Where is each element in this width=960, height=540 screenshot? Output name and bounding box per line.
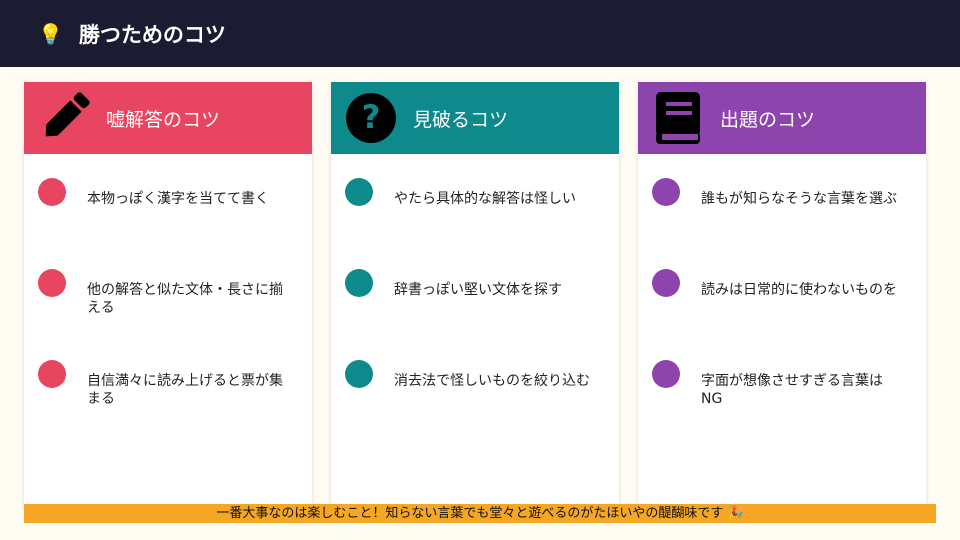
tip-card: 嘘解答のコツ 本物っぽく漢字を当てて書く 他の解答と似た文体・長さに揃える 自信… [24, 82, 312, 507]
book-icon [650, 90, 706, 146]
tip-text: 他の解答と似た文体・長さに揃える [87, 282, 283, 316]
bullet-icon [38, 269, 66, 297]
bullet-icon [652, 269, 680, 297]
lightbulb-icon: 💡 [38, 21, 63, 46]
bullet-icon [345, 360, 373, 388]
card-title: 嘘解答のコツ [106, 108, 221, 131]
bullet-icon [38, 178, 66, 206]
header-bar: 💡 勝つためのコツ [0, 0, 960, 67]
bullet-icon [652, 360, 680, 388]
tip-text: 辞書っぽい堅い文体を探す [394, 282, 562, 298]
svg-text:?: ? [362, 98, 381, 136]
pencil-icon [36, 90, 92, 146]
bullet-icon [652, 178, 680, 206]
tip-text: やたら具体的な解答は怪しい [394, 191, 576, 207]
tip-text: 字面が想像させすぎる言葉はNG [701, 373, 883, 407]
tip-text: 誰もが知らなそうな言葉を選ぶ [701, 191, 897, 207]
card-title: 出題のコツ [720, 108, 816, 131]
page-title: 勝つためのコツ [78, 22, 226, 47]
footer-banner: 一番大事なのは楽しむこと！知らない言葉でも堂々と遊べるのがたほいやの醍醐味です … [24, 504, 936, 523]
card-header: ? 見破るコツ [331, 82, 619, 154]
bullet-icon [38, 360, 66, 388]
tip-card: ? 見破るコツ やたら具体的な解答は怪しい 辞書っぽい堅い文体を探す 消去法で怪… [331, 82, 619, 507]
card-title: 見破るコツ [413, 108, 509, 131]
tip-text: 消去法で怪しいものを絞り込む [394, 373, 590, 389]
bullet-icon [345, 178, 373, 206]
tip-text: 読みは日常的に使わないものを [701, 282, 897, 298]
tip-text: 本物っぽく漢字を当てて書く [87, 191, 269, 207]
card-header: 嘘解答のコツ [24, 82, 312, 154]
tip-card: 出題のコツ 誰もが知らなそうな言葉を選ぶ 読みは日常的に使わないものを 字面が想… [638, 82, 926, 507]
card-header: 出題のコツ [638, 82, 926, 154]
question-circle-icon: ? [343, 90, 399, 146]
tip-text: 自信満々に読み上げると票が集まる [87, 373, 283, 407]
bullet-icon [345, 269, 373, 297]
